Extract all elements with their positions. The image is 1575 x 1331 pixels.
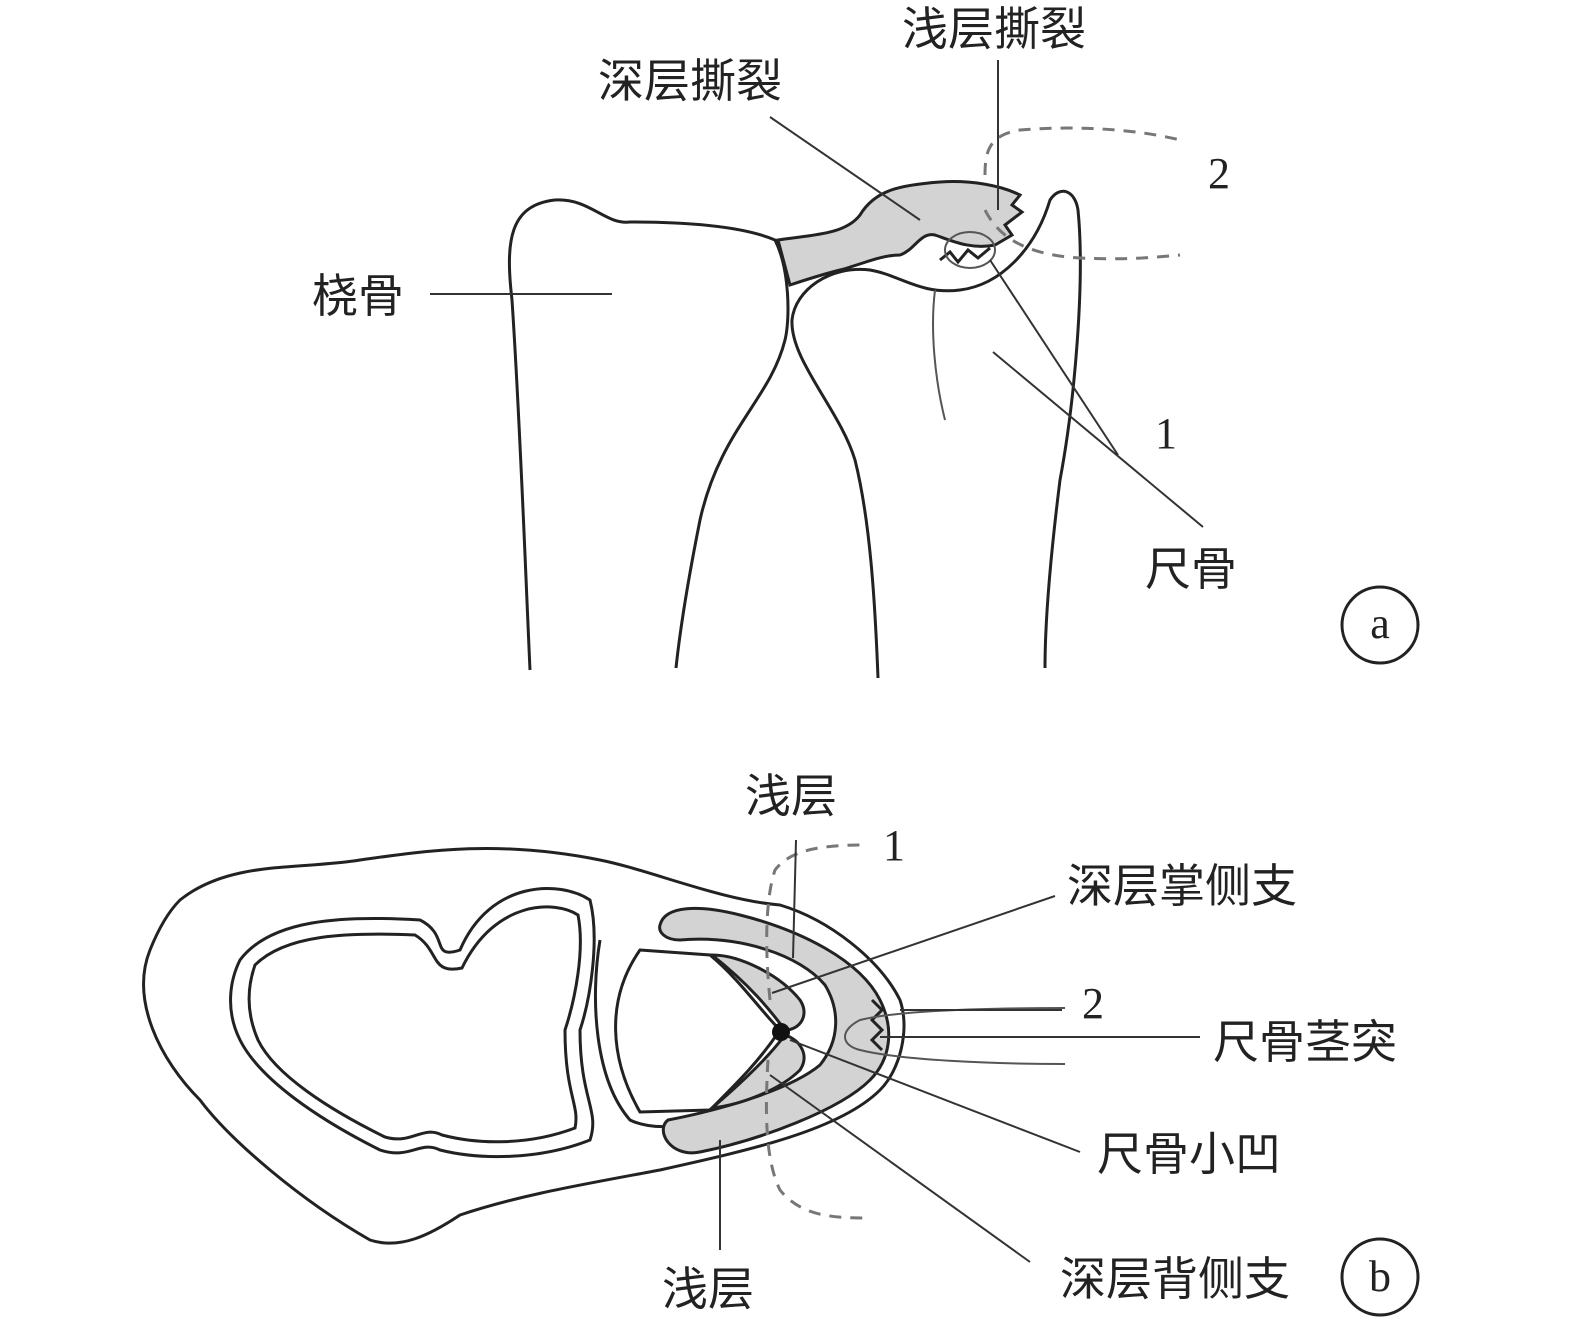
dashed-superficial <box>983 126 1181 176</box>
label-superficial-tear: 浅层撕裂 <box>902 2 1086 56</box>
panel-a-badge <box>1340 585 1420 665</box>
leader-fovea <box>789 1039 1081 1153</box>
radius-bone <box>507 198 790 671</box>
fovea-point <box>772 1023 790 1041</box>
radius-inner-outline-2 <box>247 905 582 1144</box>
leader-dorsal <box>769 1074 1031 1263</box>
leader-superficial-top <box>792 839 797 959</box>
dashed-deep <box>983 209 1181 261</box>
ulna-head <box>614 948 782 1114</box>
label-ulnar-styloid: 尺骨茎突 <box>1213 1015 1397 1069</box>
label-deep-palmar-branch: 深层掌侧支 <box>1067 859 1297 913</box>
label-superficial-top: 浅层 <box>745 769 837 823</box>
leader-palmar <box>771 895 1056 994</box>
radius-inner-outline <box>229 887 596 1159</box>
label-a-1: 1 <box>1155 409 1177 458</box>
label-fovea: 尺骨小凹 <box>1097 1127 1281 1181</box>
dashed-superficial-b <box>765 843 866 1001</box>
panel-b-badge <box>1340 1237 1420 1317</box>
label-superficial-bottom: 浅层 <box>662 1262 754 1316</box>
panel-letter-b: b <box>1369 1252 1391 1301</box>
radius-cross-section <box>142 846 906 1245</box>
tfcc-ligament <box>776 180 1025 287</box>
label-a-2: 2 <box>1208 149 1230 198</box>
panel-a: 浅层撕裂 深层撕裂 桡骨 2 1 尺骨 a <box>312 2 1420 679</box>
label-b-2: 2 <box>1082 979 1104 1028</box>
leader-deep-tear <box>769 116 921 221</box>
fovea-loop <box>944 231 996 269</box>
deep-palmar-branch <box>707 953 806 1032</box>
panel-b: 浅层 1 深层掌侧支 2 尺骨茎突 尺骨小凹 深层背侧支 浅层 b <box>142 769 1420 1317</box>
label-ulna: 尺骨 <box>1145 542 1237 596</box>
label-deep-tear: 深层撕裂 <box>598 54 782 108</box>
deep-dorsal-branch <box>707 1033 806 1111</box>
leader-ulna <box>992 351 1204 528</box>
tear-jagged <box>939 246 991 265</box>
panel-letter-a: a <box>1370 599 1390 648</box>
leader-1 <box>989 259 1119 456</box>
ulna-ring <box>593 939 721 1129</box>
dashed-deep-b <box>764 1059 866 1220</box>
ulna-bone <box>790 189 1082 679</box>
label-b-1: 1 <box>883 821 905 870</box>
label-deep-dorsal-branch: 深层背侧支 <box>1060 1252 1290 1306</box>
superficial-layer-fill <box>658 906 891 1155</box>
styloid-outline <box>932 289 946 421</box>
label-radius: 桡骨 <box>312 269 404 323</box>
styloid-tear-jagged <box>869 998 885 1052</box>
